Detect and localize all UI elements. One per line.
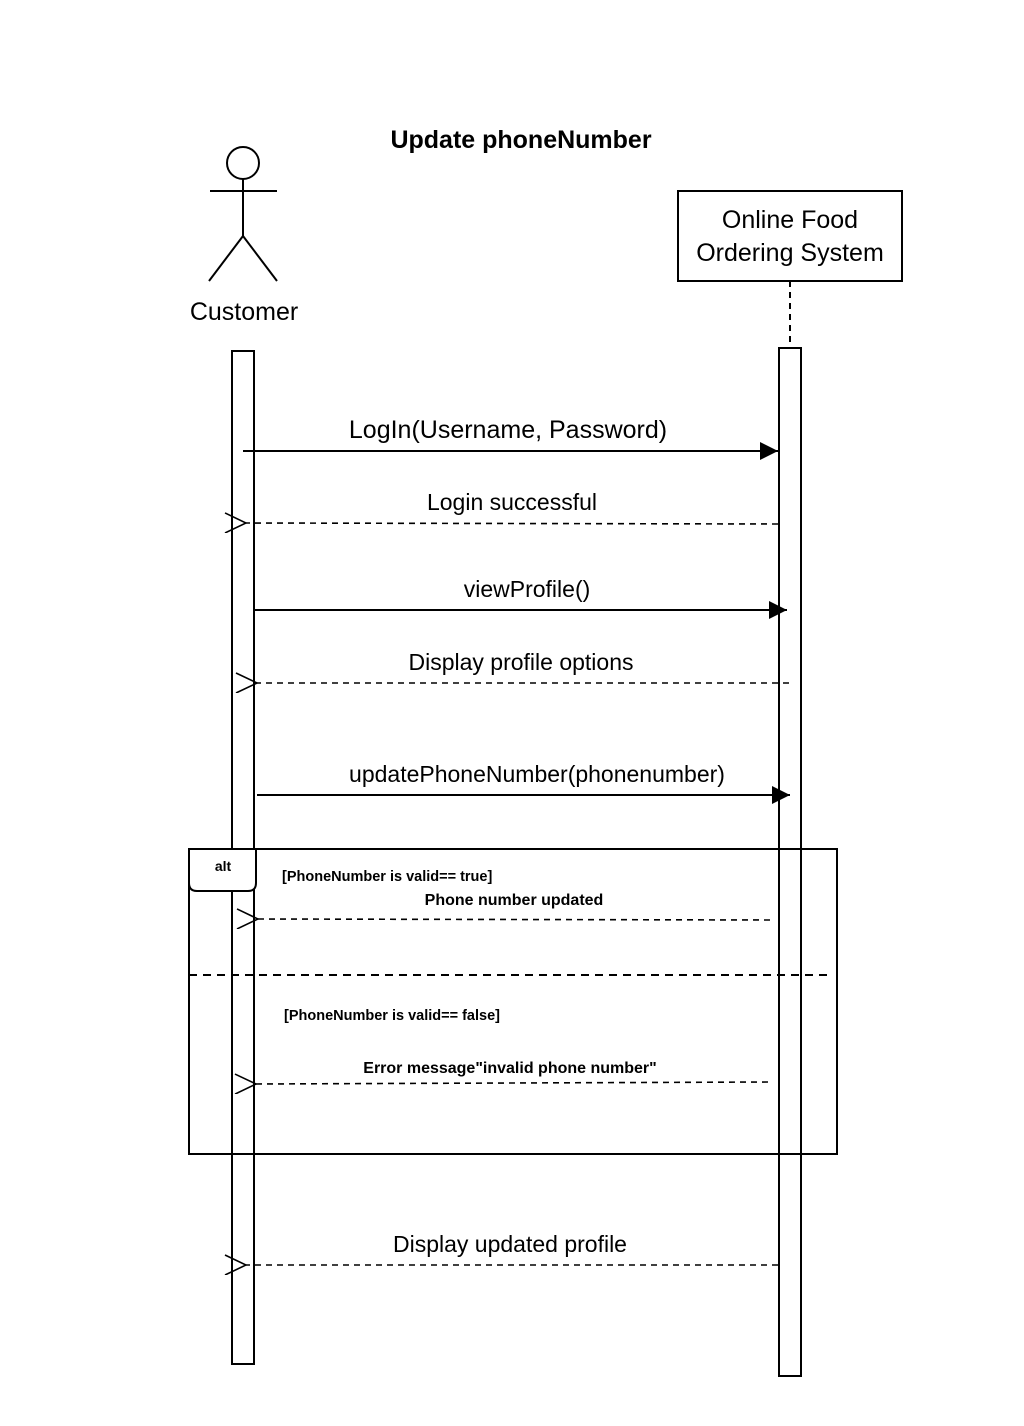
view-profile-label: viewProfile() [464,576,591,602]
update-phone-number-label: updatePhoneNumber(phonenumber) [349,761,725,787]
system-box [677,190,903,282]
error-message-label: Error message"invalid phone number" [363,1060,656,1077]
error-message-return-arrow [256,1082,769,1084]
system-label-line2: Ordering System [696,239,884,267]
alt-operator-tab [188,848,257,892]
system-label-line1: Online Food [722,206,858,234]
alt-operator-label: alt [215,858,232,874]
login-message-label: LogIn(Username, Password) [349,416,667,444]
alt-fragment-frame [188,848,838,1155]
phone-number-updated-label: Phone number updated [425,892,604,909]
display-updated-profile-label: Display updated profile [393,1231,627,1257]
phone-number-updated-return-arrow [258,919,771,920]
login-success-return-arrow [246,523,779,524]
alt-guard-valid-true: [PhoneNumber is valid== true] [282,869,492,885]
display-profile-options-label: Display profile options [408,649,633,675]
actor-label: Customer [190,298,298,326]
login-success-label: Login successful [427,489,597,515]
alt-guard-valid-false: [PhoneNumber is valid== false] [284,1008,500,1024]
system-activation-bar [778,347,802,1377]
actor-icon [208,146,278,282]
diagram-title: Update phoneNumber [390,126,651,154]
